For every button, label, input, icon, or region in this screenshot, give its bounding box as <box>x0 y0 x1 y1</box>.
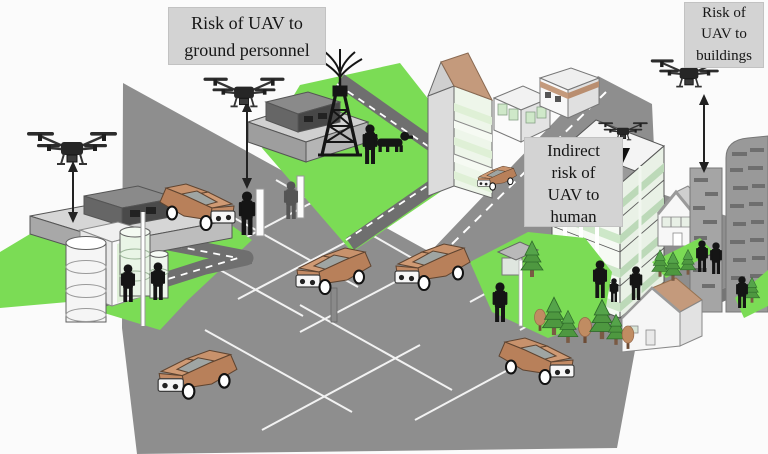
apartment-building <box>427 52 494 199</box>
white-pillar <box>255 188 265 237</box>
risk-arrow-personnel <box>242 101 252 189</box>
risk-arrow-buildings <box>699 94 709 173</box>
label-indirect-risk-human: Indirect risk of UAV to human <box>524 137 623 227</box>
street-pole <box>330 287 338 323</box>
ne-road-centerline <box>451 91 607 245</box>
highrise-towers <box>689 135 768 313</box>
label-risk-buildings: Risk of UAV to buildings <box>684 2 764 68</box>
office-building-small <box>538 67 601 119</box>
risk-arrow-left <box>68 161 78 223</box>
white-pillar <box>296 175 305 219</box>
house-brown-roof <box>621 277 703 353</box>
office-building-small <box>492 85 552 143</box>
drone-icon <box>25 130 119 166</box>
radio-tower-icon <box>317 49 363 157</box>
bus-shelter <box>496 241 540 327</box>
label-risk-ground-personnel: Risk of UAV to ground personnel <box>168 7 326 65</box>
